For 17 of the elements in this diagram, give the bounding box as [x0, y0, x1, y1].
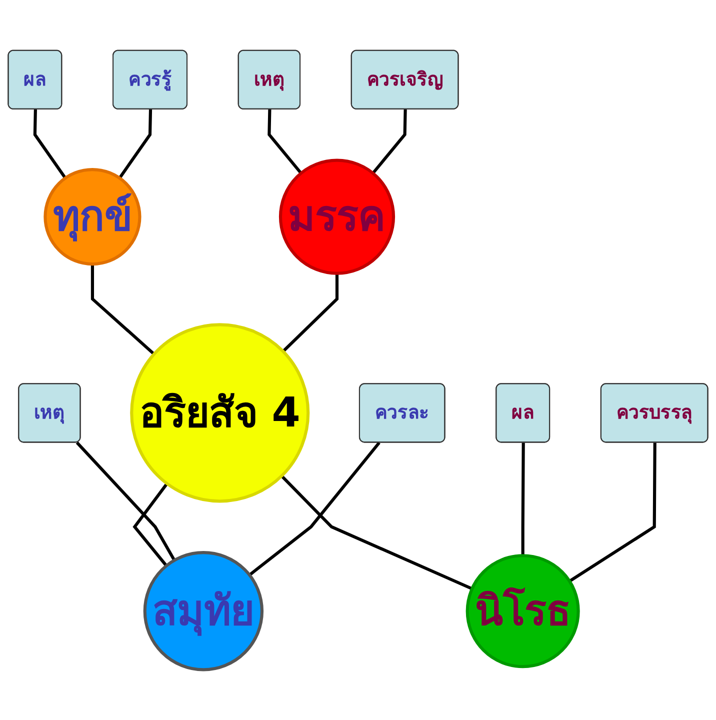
connector	[282, 273, 339, 352]
node-circle: สมุทัย	[143, 550, 264, 672]
node-circle: นิโรธ	[466, 554, 580, 668]
connector	[568, 442, 656, 582]
connector	[33, 109, 67, 179]
connector	[90, 264, 156, 356]
connector	[118, 109, 152, 179]
node-circle: อริยสัจ 4	[130, 323, 310, 503]
connector	[521, 442, 525, 556]
node-circle: ทุกข์	[44, 168, 142, 266]
node-circle: มรรค	[278, 158, 396, 275]
connector	[372, 109, 407, 174]
connector	[280, 474, 473, 590]
connector	[248, 442, 380, 576]
connector	[268, 109, 302, 174]
connector	[76, 441, 176, 562]
connector	[132, 482, 168, 567]
